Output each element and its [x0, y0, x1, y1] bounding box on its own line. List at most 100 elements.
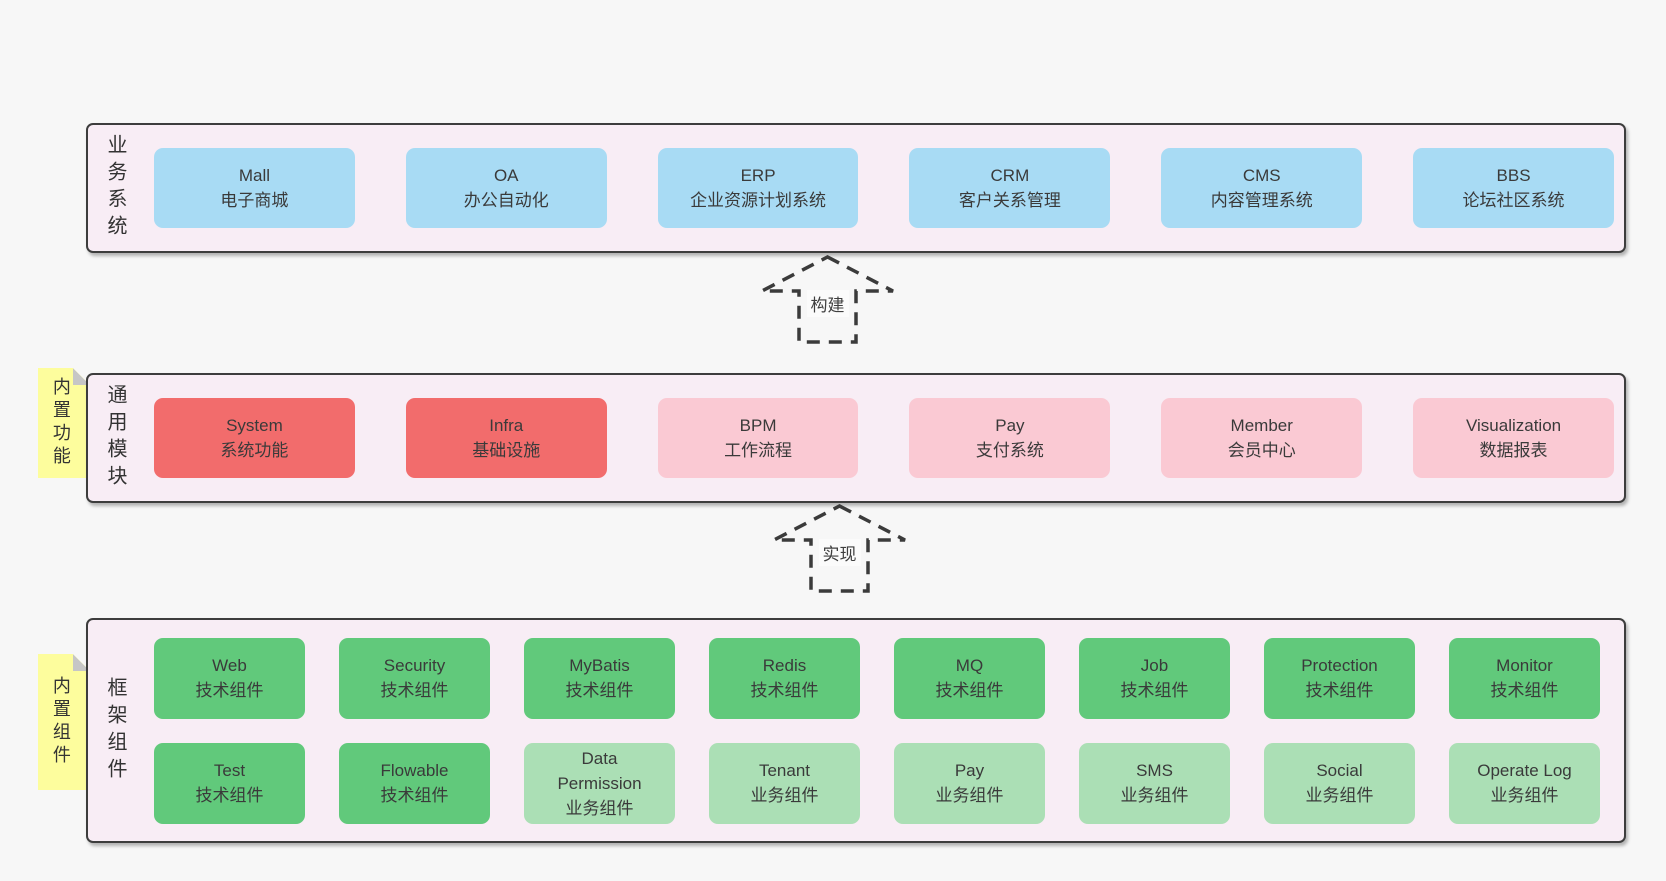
- box-bbs: BBS 论坛社区系统: [1413, 148, 1614, 228]
- build-arrow-icon: 构建: [760, 255, 895, 345]
- box-subtitle: 技术组件: [195, 681, 264, 700]
- sticky-note-label: 内置组件: [50, 676, 71, 768]
- arrow-label: 构建: [806, 290, 849, 317]
- box-redis: Redis 技术组件: [709, 637, 860, 719]
- box-tenant: Tenant 业务组件: [709, 742, 860, 824]
- arrow-label: 实现: [818, 539, 861, 566]
- box-title: Pay: [995, 416, 1025, 435]
- box-subtitle: 业务组件: [750, 786, 819, 805]
- box-subtitle: 论坛社区系统: [1462, 191, 1565, 210]
- box-subtitle: 技术组件: [935, 681, 1004, 700]
- box-title: Security: [383, 656, 446, 675]
- box-erp: ERP 企业资源计划系统: [657, 148, 859, 228]
- box-title: MQ: [955, 656, 984, 675]
- box-title: CMS: [1242, 166, 1281, 185]
- box-visualization: Visualization 数据报表: [1413, 398, 1614, 478]
- box-pay: Pay 支付系统: [909, 398, 1111, 478]
- box-title: Web: [212, 656, 247, 675]
- box-mall: Mall 电子商城: [154, 148, 355, 228]
- box-title: Infra: [489, 416, 524, 435]
- box-subtitle: 客户关系管理: [958, 191, 1061, 210]
- box-infra: Infra 基础设施: [405, 398, 607, 478]
- box-subtitle: 技术组件: [1490, 681, 1559, 700]
- box-title: Test: [213, 761, 246, 780]
- box-subtitle: 数据报表: [1479, 441, 1548, 460]
- sticky-note-builtin-functions: 内置功能: [38, 368, 90, 478]
- box-title: Member: [1230, 416, 1293, 435]
- box-subtitle: 会员中心: [1227, 441, 1296, 460]
- box-title: Mall: [238, 166, 270, 185]
- box-flowable: Flowable 技术组件: [339, 742, 490, 824]
- box-subtitle: 技术组件: [195, 786, 264, 805]
- box-cms: CMS 内容管理系统: [1161, 148, 1363, 228]
- box-title: Tenant: [758, 761, 811, 780]
- box-subtitle: 技术组件: [1305, 681, 1374, 700]
- box-subtitle: 业务组件: [1490, 786, 1559, 805]
- box-title: Monitor: [1496, 656, 1553, 675]
- box-subtitle: 支付系统: [975, 441, 1044, 460]
- box-social: Social 业务组件: [1264, 742, 1415, 824]
- box-title: Redis: [762, 656, 807, 675]
- box-mq: MQ 技术组件: [894, 637, 1045, 719]
- box-pay: Pay 业务组件: [894, 742, 1045, 824]
- box-subtitle: 技术组件: [1120, 681, 1189, 700]
- box-title: Data Permission: [557, 748, 642, 793]
- box-title: Operate Log: [1477, 761, 1572, 780]
- box-crm: CRM 客户关系管理: [909, 148, 1111, 228]
- box-subtitle: 电子商城: [220, 191, 289, 210]
- box-subtitle: 技术组件: [565, 681, 634, 700]
- box-subtitle: 企业资源计划系统: [690, 191, 827, 210]
- sticky-note-builtin-components: 内置组件: [38, 654, 90, 790]
- box-title: Job: [1140, 656, 1169, 675]
- box-protection: Protection 技术组件: [1264, 637, 1415, 719]
- section-label: 通用模块: [104, 384, 126, 492]
- box-subtitle: 系统功能: [220, 441, 289, 460]
- sticky-note-label: 内置功能: [50, 377, 71, 469]
- box-title: SMS: [1136, 761, 1173, 780]
- box-subtitle: 技术组件: [380, 681, 449, 700]
- box-subtitle: 业务组件: [1305, 786, 1374, 805]
- box-title: Visualization: [1465, 416, 1562, 435]
- box-subtitle: 办公自动化: [463, 191, 549, 210]
- box-title: BBS: [1496, 166, 1531, 185]
- box-subtitle: 内容管理系统: [1210, 191, 1313, 210]
- box-title: ERP: [740, 166, 776, 185]
- box-web: Web 技术组件: [154, 637, 305, 719]
- box-title: Social: [1316, 761, 1363, 780]
- implement-arrow-icon: 实现: [772, 504, 907, 594]
- box-subtitle: 基础设施: [472, 441, 541, 460]
- box-job: Job 技术组件: [1079, 637, 1230, 719]
- box-title: MyBatis: [569, 656, 630, 675]
- box-security: Security 技术组件: [339, 637, 490, 719]
- box-title: Pay: [954, 761, 985, 780]
- box-system: System 系统功能: [154, 398, 355, 478]
- section-label: 框架组件: [104, 676, 126, 785]
- box-operate-log: Operate Log 业务组件: [1449, 742, 1600, 824]
- box-subtitle: 业务组件: [565, 798, 634, 818]
- box-title: CRM: [990, 166, 1030, 185]
- box-title: Flowable: [380, 761, 449, 780]
- box-subtitle: 业务组件: [935, 786, 1004, 805]
- box-subtitle: 技术组件: [380, 786, 449, 805]
- box-member: Member 会员中心: [1161, 398, 1363, 478]
- box-monitor: Monitor 技术组件: [1449, 637, 1600, 719]
- box-title: Protection: [1301, 656, 1378, 675]
- box-test: Test 技术组件: [154, 742, 305, 824]
- box-mybatis: MyBatis 技术组件: [524, 637, 675, 719]
- box-subtitle: 技术组件: [750, 681, 819, 700]
- box-title: System: [226, 416, 283, 435]
